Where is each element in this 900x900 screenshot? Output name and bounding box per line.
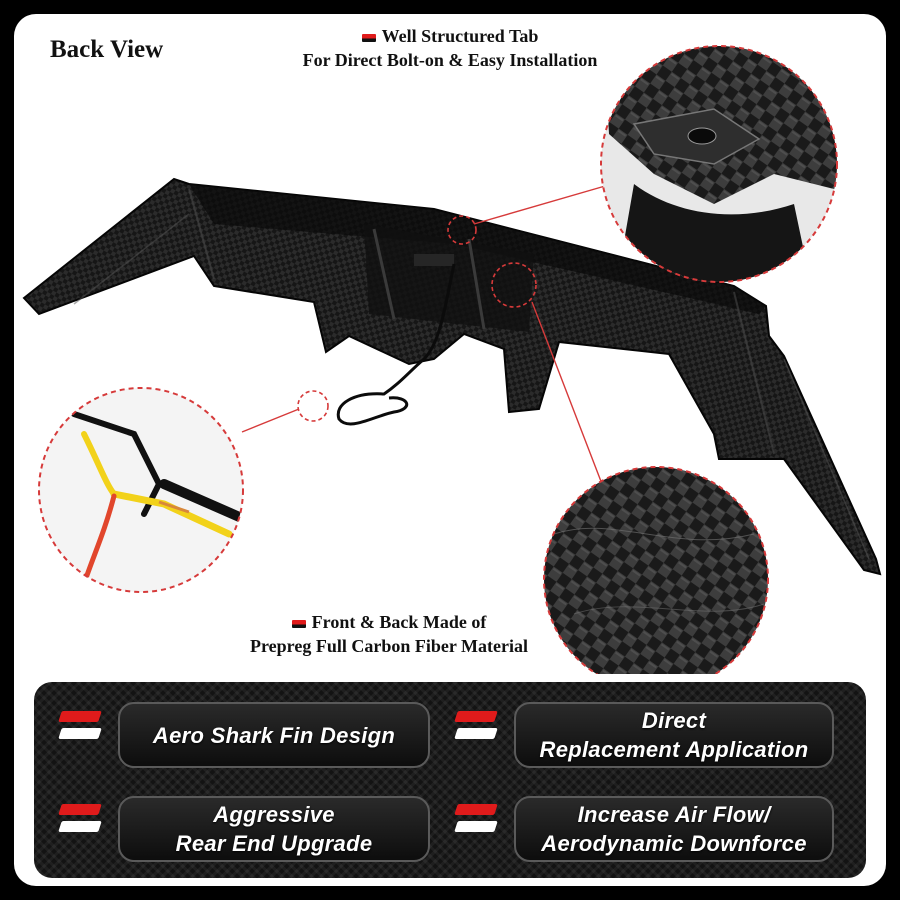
feature-direct-replacement: Direct Replacement Application [514, 702, 834, 768]
feature-air-flow-downforce: Increase Air Flow/ Aerodynamic Downforce [514, 796, 834, 862]
features-panel: Aero Shark Fin Design Direct Replacement… [34, 682, 866, 878]
tab-callout-line1: Well Structured Tab [250, 24, 650, 48]
tab-connector-line [473, 183, 613, 225]
wire-zoom-circle [38, 387, 244, 593]
feature-aggressive-upgrade: Aggressive Rear End Upgrade [118, 796, 430, 862]
red-white-stripe-icon [454, 711, 498, 741]
product-panel: Back View Well Structured Tab For Direct… [14, 14, 886, 886]
red-white-stripe-icon [58, 804, 102, 834]
wire-connector-line [241, 408, 300, 433]
tab-callout: Well Structured Tab For Direct Bolt-on &… [250, 24, 650, 72]
wire-marker-circle [297, 390, 329, 422]
diffuser-illustration [22, 45, 882, 674]
red-white-stripe-icon [58, 711, 102, 741]
carbon-diffuser [22, 177, 882, 576]
red-stripe-icon [291, 619, 306, 628]
feature-aero-shark-fin: Aero Shark Fin Design [118, 702, 430, 768]
material-marker-circle [491, 262, 537, 308]
tab-zoom-circle [600, 45, 838, 283]
red-white-stripe-icon [454, 804, 498, 834]
page-title: Back View [50, 36, 164, 63]
material-callout-line2: Prepreg Full Carbon Fiber Material [250, 636, 528, 656]
material-callout: Front & Back Made of Prepreg Full Carbon… [189, 610, 589, 658]
material-zoom-circle [543, 466, 769, 674]
led-wire [336, 263, 456, 426]
material-connector-line [531, 301, 603, 485]
tab-callout-line2: For Direct Bolt-on & Easy Installation [302, 50, 598, 70]
tab-marker-circle [447, 215, 477, 245]
material-callout-line1: Front & Back Made of [189, 610, 589, 634]
red-stripe-icon [361, 33, 376, 42]
